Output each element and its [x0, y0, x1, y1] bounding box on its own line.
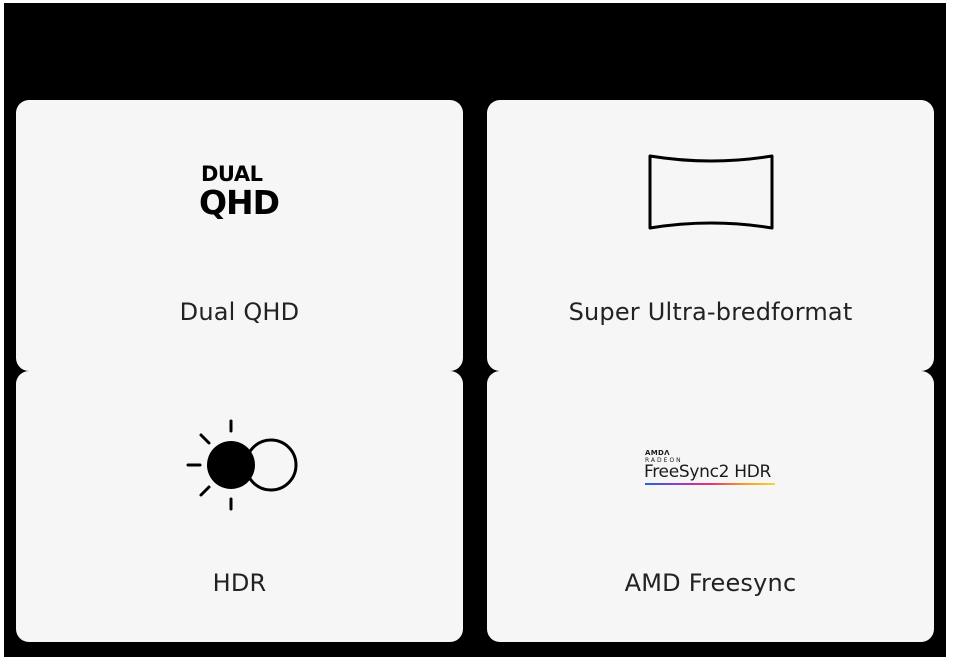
feature-card-amd-freesync: AMDΛ RADEON FreeSync2 HDR AMD Freesync [487, 371, 934, 642]
feature-label-hdr: HDR [212, 569, 267, 597]
hdr-sun-icon [186, 419, 298, 511]
freesync-logo-text: FreeSync2 HDR [644, 462, 772, 482]
dual-qhd-logo-top-text: DUAL [201, 162, 263, 186]
dual-qhd-logo-bottom-text: QHD [199, 183, 280, 222]
dual-qhd-logo-icon: DUAL QHD [199, 162, 289, 222]
feature-card-hdr: HDR [16, 371, 463, 642]
freesync-gradient-bar [645, 483, 775, 485]
feature-label-ultrawide: Super Ultra-bredformat [568, 298, 853, 326]
feature-card-dual-qhd: DUAL QHD Dual QHD [16, 100, 463, 371]
feature-label-amd-freesync: AMD Freesync [624, 569, 797, 597]
feature-panel: DUAL QHD Dual QHD Super Ultra-bredformat [4, 3, 946, 657]
feature-card-ultrawide: Super Ultra-bredformat [487, 100, 934, 371]
radeon-logo-text: RADEON [645, 457, 683, 464]
amd-freesync-logo-icon: AMDΛ RADEON FreeSync2 HDR [644, 449, 784, 489]
ultrawide-screen-icon [648, 154, 774, 230]
feature-label-dual-qhd: Dual QHD [179, 298, 300, 326]
amd-logo-text: AMDΛ [645, 449, 670, 457]
